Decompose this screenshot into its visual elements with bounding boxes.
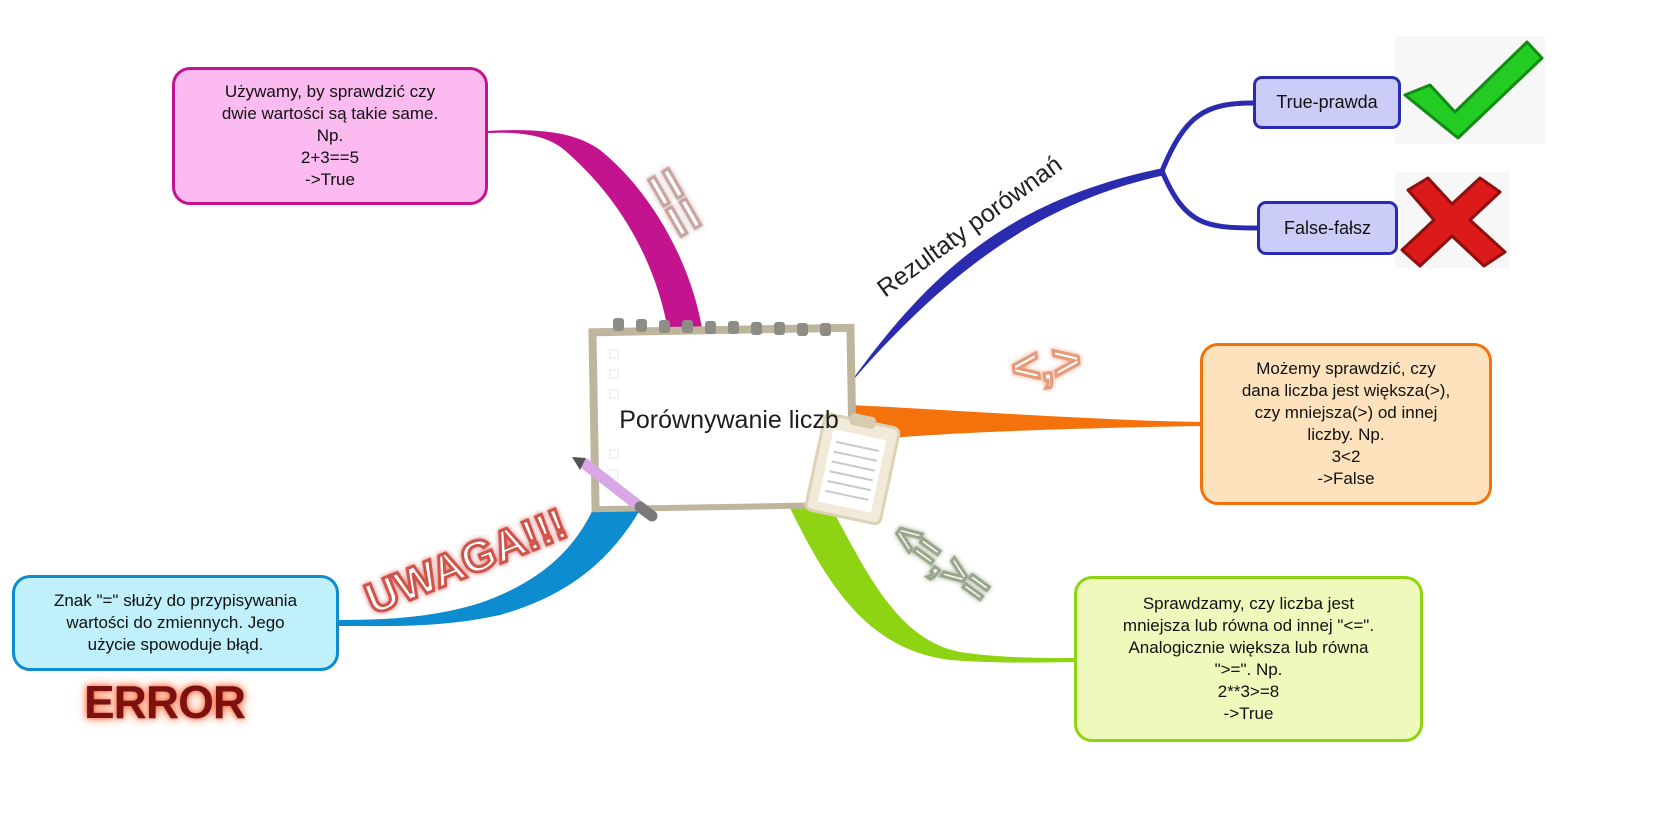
svg-text:<,>: <,> [1008,334,1084,396]
note-line: 3<2 [1331,447,1361,466]
compare-label: <,> [1007,332,1086,397]
compare-note[interactable]: Możemy sprawdzić, czy dana liczba jest w… [1200,343,1492,505]
note-line: ->False [1317,469,1375,488]
results-label: Rezultaty porównań [872,150,1067,303]
branch-warning [339,505,640,627]
equality-note[interactable]: Używamy, by sprawdzić czy dwie wartości … [172,67,488,205]
leq-label: <=,>= [882,509,1001,615]
cross-icon [1395,172,1510,268]
note-line: mniejsza lub równa od innej "<=". [1122,616,1375,635]
svg-text:UWAGA!!!: UWAGA!!! [358,499,573,624]
note-line: ">=". Np. [1214,660,1283,679]
note-line: czy mniejsza(>) od innej [1254,403,1438,422]
note-line: ->True [305,170,355,189]
error-label: ERROR [84,676,246,728]
note-line: Możemy sprawdzić, czy [1256,359,1436,378]
warning-note[interactable]: Znak "=" służy do przypisywania wartości… [12,575,339,671]
note-line: dwie wartości są takie same. [221,104,439,123]
note-line: Analogicznie większa lub równa [1128,638,1369,657]
leq-note[interactable]: Sprawdzamy, czy liczba jest mniejsza lub… [1074,576,1423,742]
note-line: Znak "=" służy do przypisywania [53,591,298,610]
branch-results-true-line [1159,100,1254,172]
note-line: Np. [316,126,344,145]
note-line: użycie spowoduje błąd. [87,635,264,654]
clipboard-icon [804,412,901,526]
note-line: ->True [1223,704,1274,723]
true-result-node[interactable]: True-prawda [1253,76,1401,129]
branch-leq [790,505,1074,663]
warning-label: UWAGA!!! [357,498,575,626]
branch-equality [488,130,702,330]
notebook-icon [588,318,858,513]
branch-compare [850,405,1202,438]
note-line: Sprawdzamy, czy liczba jest [1142,594,1355,613]
branch-results-false-line [1159,170,1258,231]
central-topic[interactable]: Porównywanie liczb [619,406,839,434]
note-line: liczby. Np. [1307,425,1385,444]
false-result-node[interactable]: False-fałsz [1257,201,1398,255]
note-line: dana liczba jest większa(>), [1241,381,1451,400]
note-line: Używamy, by sprawdzić czy [224,82,436,101]
checkmark-icon [1395,36,1545,144]
note-line: 2**3>=8 [1217,682,1280,701]
svg-text:<=,>=: <=,>= [884,510,1000,613]
note-line: 2+3==5 [300,148,360,167]
note-line: wartości do zmiennych. Jego [66,613,285,632]
pencil-icon [572,457,658,522]
